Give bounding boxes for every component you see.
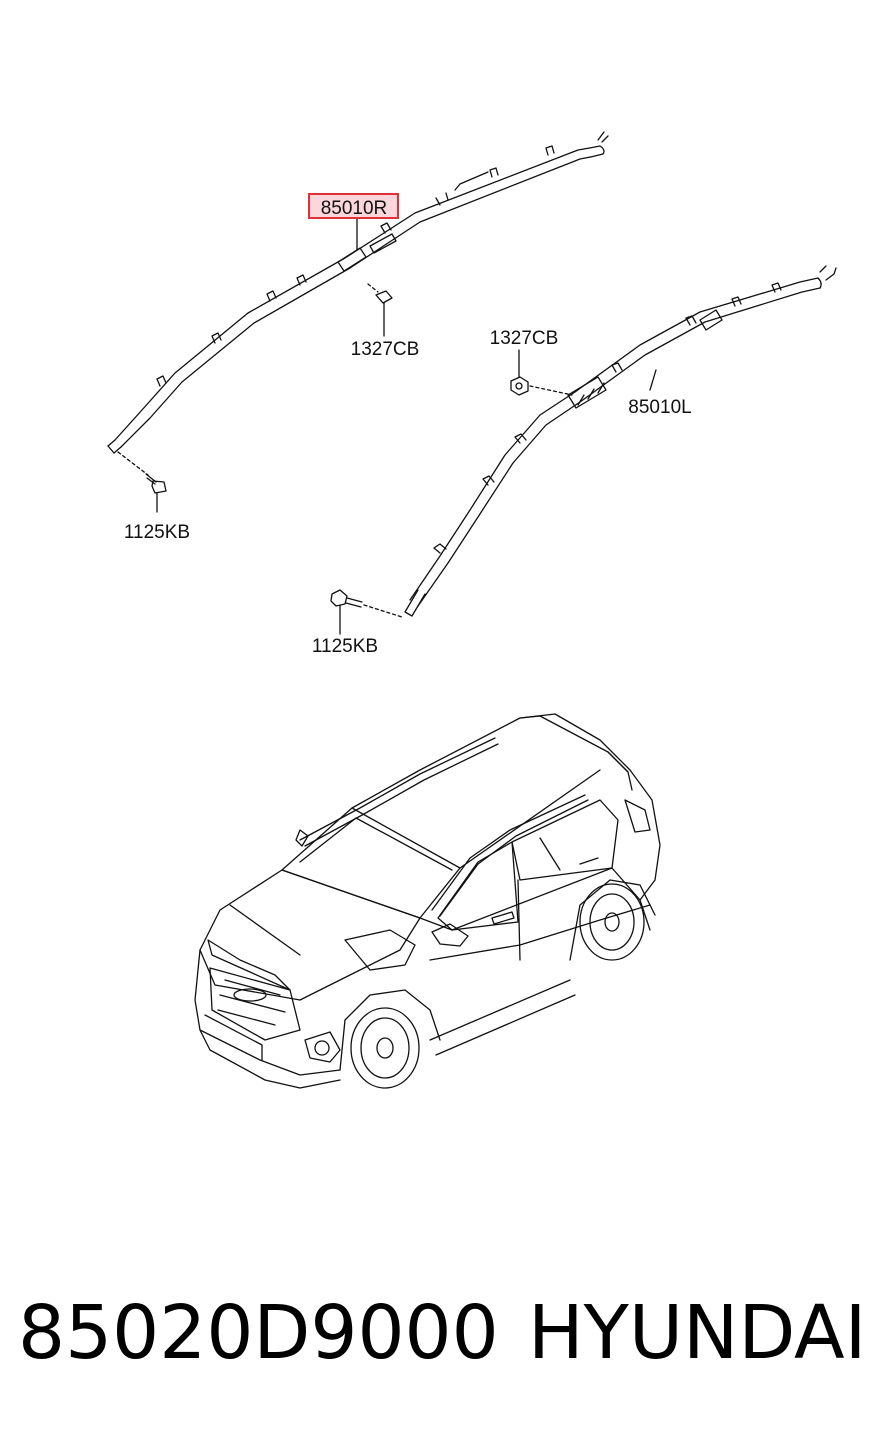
brand-name: HYUNDAI bbox=[528, 1290, 867, 1376]
part-number: 85020D9000 bbox=[18, 1290, 499, 1376]
callout-1125kb-right: 1125KB bbox=[124, 522, 190, 543]
bolt-left bbox=[330, 589, 403, 635]
curtain-airbag-right bbox=[107, 131, 609, 454]
callout-1327cb-right: 1327CB bbox=[351, 339, 420, 360]
caption-bar: 85020D9000 HYUNDAI bbox=[0, 1290, 886, 1400]
bolt-right bbox=[117, 451, 167, 513]
vehicle-illustration bbox=[194, 713, 661, 1089]
curtain-airbag-left bbox=[404, 265, 837, 617]
callout-85010l: 85010L bbox=[628, 397, 691, 418]
highlight-box bbox=[308, 193, 399, 219]
callout-1327cb-left: 1327CB bbox=[490, 328, 559, 349]
clip-right bbox=[367, 283, 393, 337]
callout-85010r: 85010R bbox=[321, 198, 388, 219]
clip-left bbox=[510, 349, 573, 396]
callout-1125kb-left: 1125KB bbox=[312, 636, 378, 657]
